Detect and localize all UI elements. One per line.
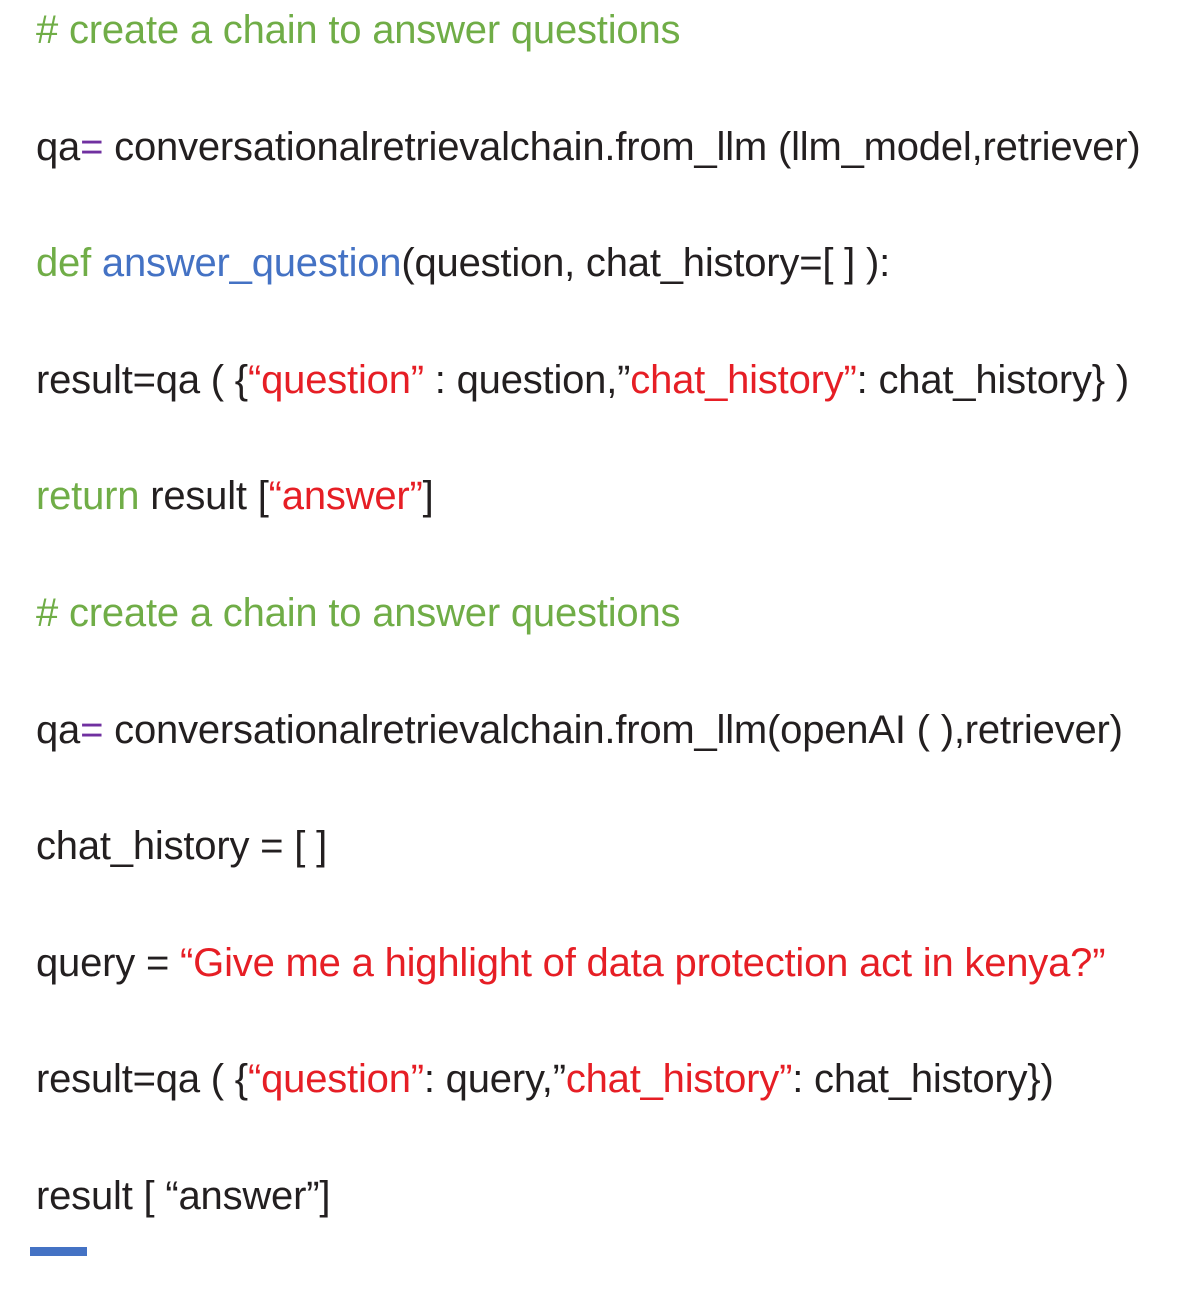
code-segment-string: “answer”	[268, 474, 423, 519]
code-line-3: def answer_question(question, chat_histo…	[36, 239, 1190, 287]
bottom-blue-bar	[30, 1247, 87, 1256]
code-segment-code: (question, chat_history=[ ] ):	[401, 241, 891, 286]
code-segment-code: conversationalretrievalchain.from_llm(op…	[103, 707, 1123, 752]
code-segment-code: result [ “answer”]	[36, 1173, 331, 1218]
code-segment-code: qa	[36, 707, 81, 752]
code-line-9: query = “Give me a highlight of data pro…	[36, 939, 1190, 987]
code-line-1: # create a chain to answer questions	[36, 6, 1190, 54]
code-segment-comment: # create a chain to answer questions	[36, 590, 681, 635]
code-line-2: qa= conversationalretrievalchain.from_ll…	[36, 123, 1190, 171]
code-line-8: chat_history = [ ]	[36, 822, 1190, 870]
code-segment-code: : chat_history})	[792, 1057, 1054, 1102]
code-segment-code: ]	[422, 474, 434, 519]
code-segment-operator: =	[80, 707, 104, 752]
code-line-10: result=qa ( {“question”: query,”chat_his…	[36, 1055, 1190, 1103]
code-line-7: qa= conversationalretrievalchain.from_ll…	[36, 706, 1190, 754]
code-lines: # create a chain to answer questions qa= …	[36, 6, 1190, 1220]
code-segment-code: conversationalretrievalchain.from_llm (l…	[103, 124, 1141, 169]
code-line-6: # create a chain to answer questions	[36, 589, 1190, 637]
code-segment-code: : question,”	[423, 357, 631, 402]
code-segment-operator: =	[80, 124, 104, 169]
code-segment-string: “question”	[247, 357, 424, 402]
code-segment-code: : query,”	[423, 1057, 566, 1102]
code-line-5: return result [“answer”]	[36, 472, 1190, 520]
code-segment-code: query =	[36, 940, 181, 985]
code-segment-string: chat_history”	[565, 1057, 793, 1102]
code-segment-code: result=qa ( {	[36, 357, 248, 402]
code-segment-code: result=qa ( {	[36, 1057, 248, 1102]
code-segment-code: result [	[139, 474, 269, 519]
code-segment-code: : chat_history} )	[856, 357, 1129, 402]
code-segment-string: chat_history”	[630, 357, 857, 402]
code-segment-string: “Give me a highlight of data protection …	[180, 940, 1106, 985]
code-segment-keyword: def	[36, 241, 102, 286]
code-line-4: result=qa ( {“question” : question,”chat…	[36, 356, 1190, 404]
code-segment-keyword: return	[36, 474, 140, 519]
code-segment-string: “question”	[247, 1057, 424, 1102]
code-segment-code: qa	[36, 124, 81, 169]
code-document: # create a chain to answer questions qa= …	[36, 6, 1190, 1289]
code-segment-comment: # create a chain to answer questions	[36, 8, 681, 52]
code-segment-function: answer_question	[101, 241, 402, 286]
code-segment-code: chat_history = [ ]	[36, 824, 327, 869]
code-line-11: result [ “answer”]	[36, 1172, 1190, 1220]
